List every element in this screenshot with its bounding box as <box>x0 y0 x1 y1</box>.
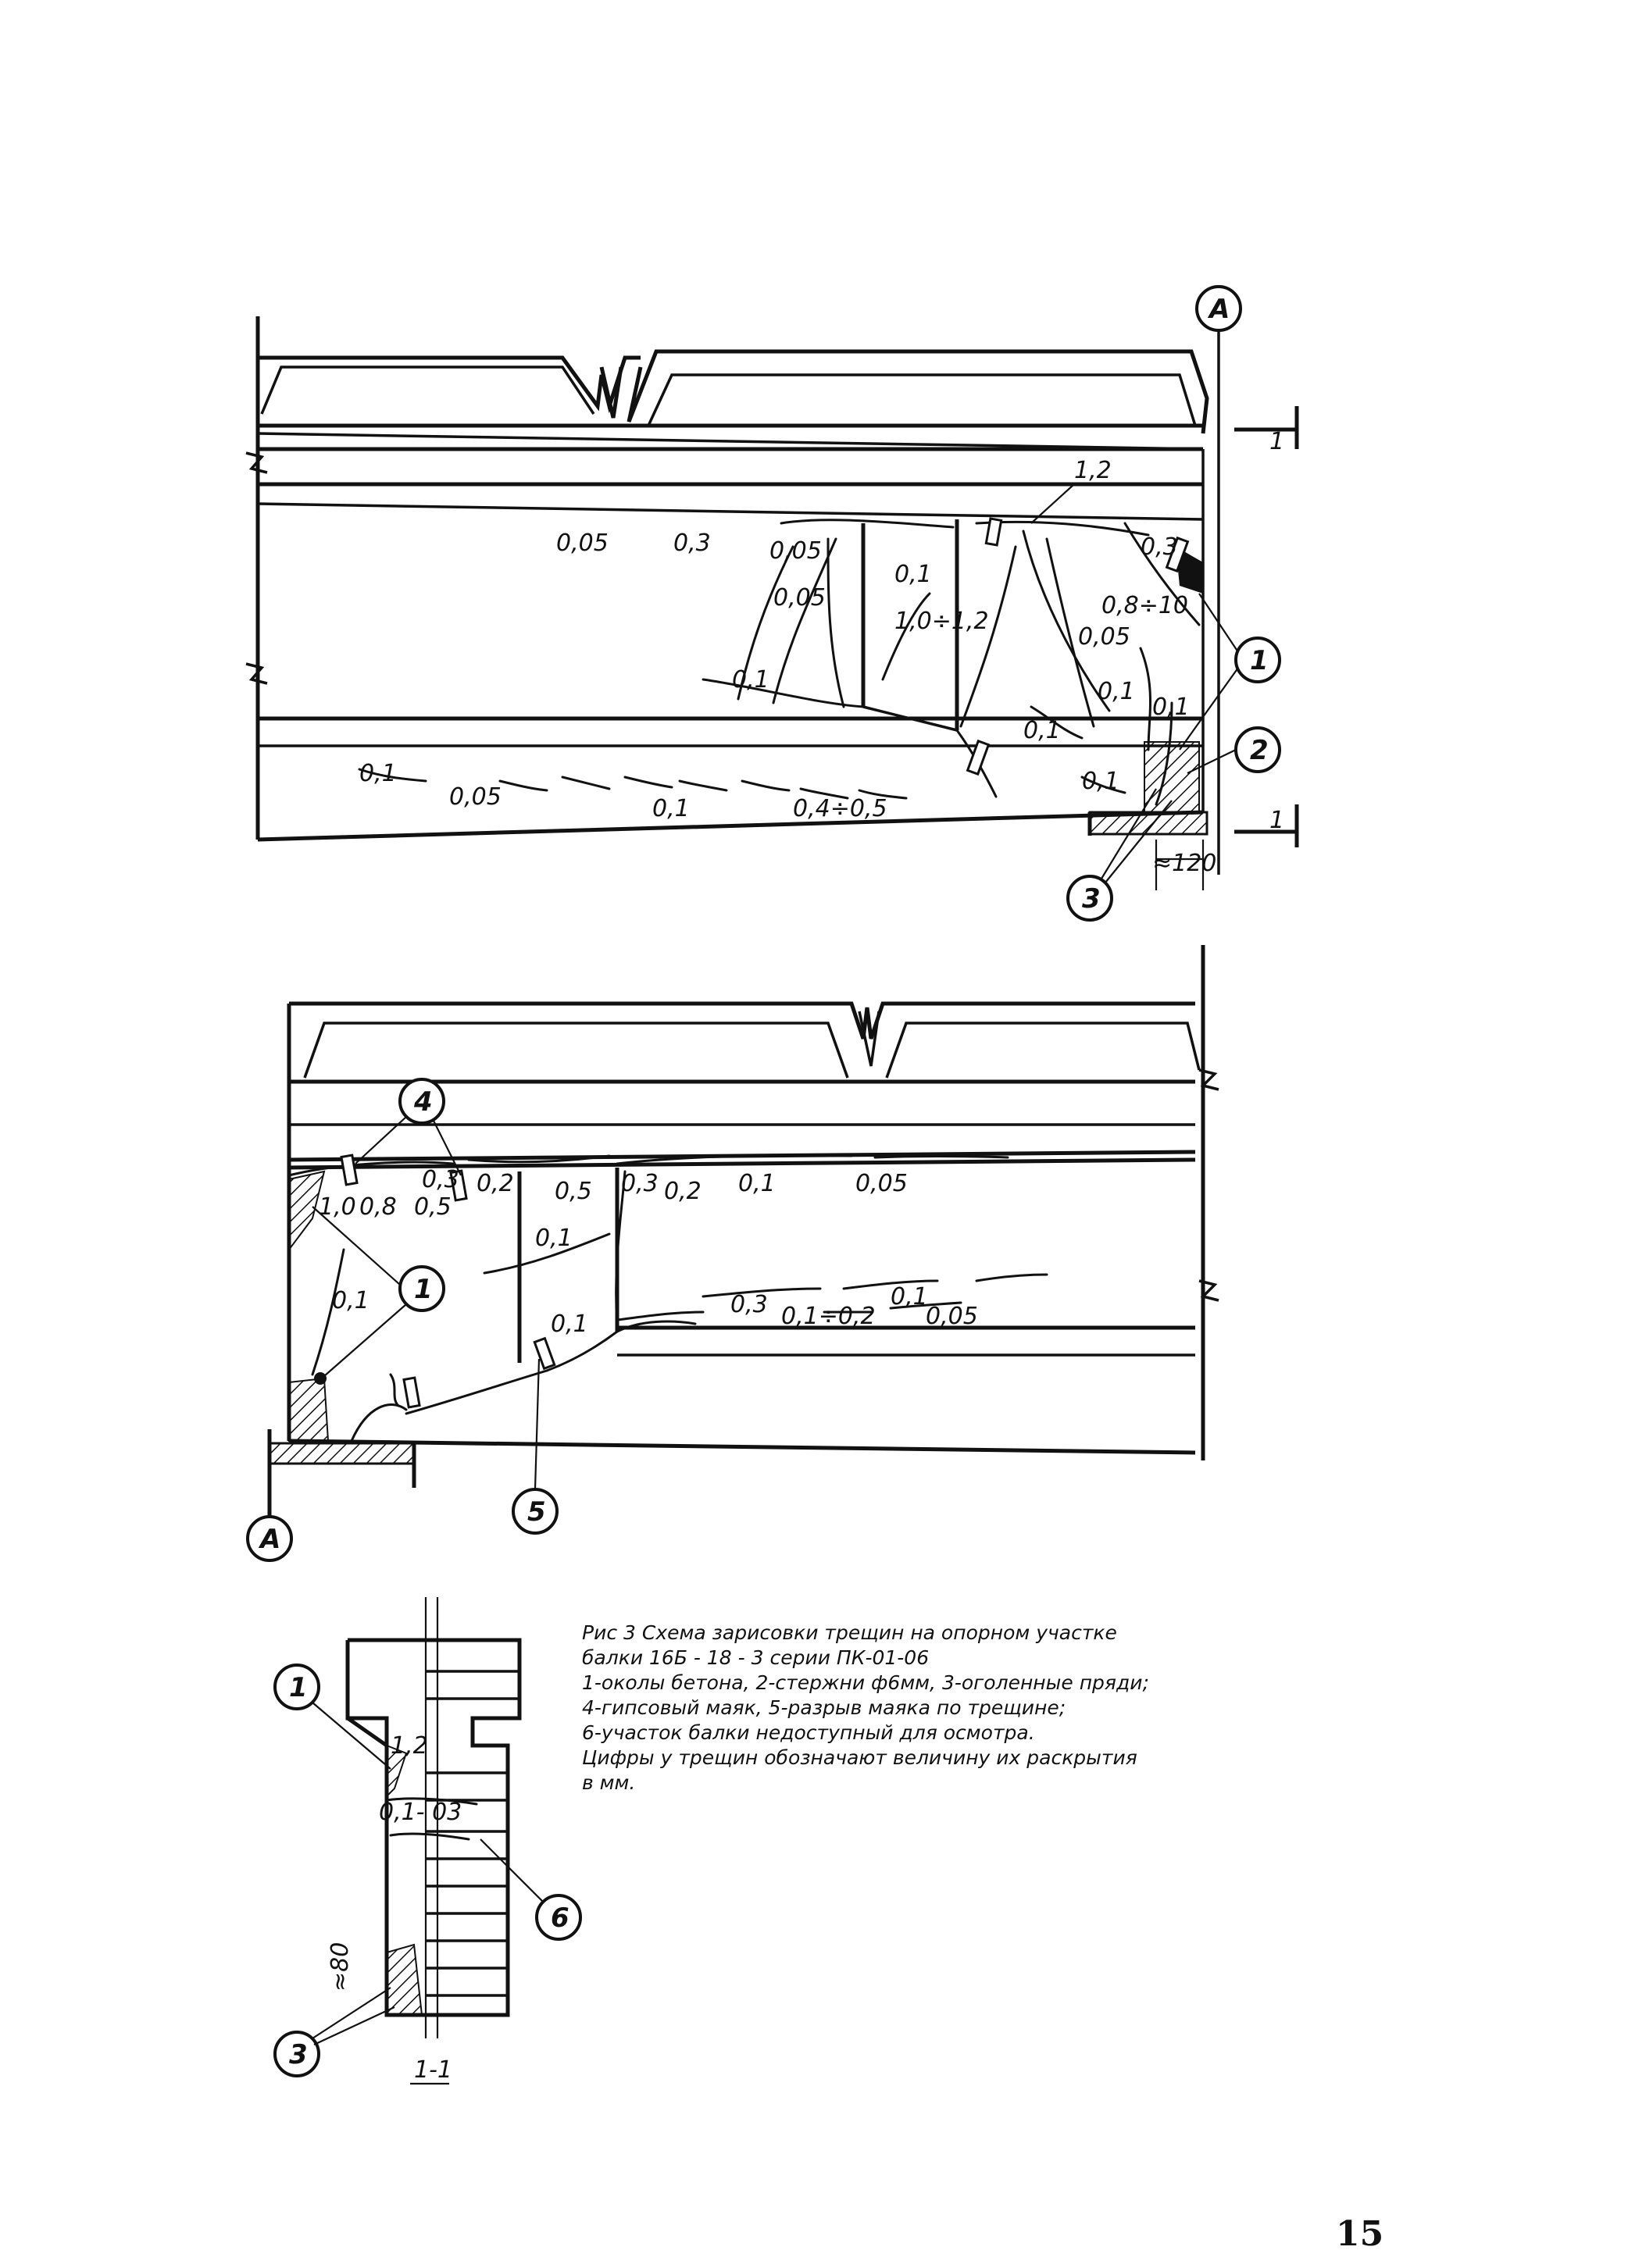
label-0-1: 0,1 <box>732 666 769 694</box>
label-0-1: 0,1 <box>894 561 932 588</box>
lower-beam-view: 1,0 0,8 0,5 0,3 0,2 0,5 0,3 0,2 0,1 0,05… <box>246 945 1219 1562</box>
section-title: 1-1 <box>414 2056 452 2084</box>
label-0-1: 0,1 <box>1098 678 1135 705</box>
section-mark-upper: 1 1 <box>1234 406 1299 847</box>
lower-beam-body <box>267 945 1219 1519</box>
label-0-3: 0,3 <box>673 530 711 557</box>
label-0-1: 0,1 <box>332 1287 370 1314</box>
label-0-1: 0,1 <box>1023 717 1061 744</box>
section-label-0-1-03: 0,1- 03 <box>379 1799 462 1826</box>
label-0-05: 0,05 <box>556 530 609 557</box>
label-0-8: 0,8 <box>359 1193 397 1221</box>
label-0-05: 0,05 <box>855 1170 908 1197</box>
label-0-1-0-2: 0,1÷0,2 <box>781 1303 876 1330</box>
svg-text:1: 1 <box>1250 645 1269 676</box>
caption-note: Цифры у трещин обозначают величину их ра… <box>582 1746 1137 1769</box>
lower-callouts: 4 1 5 А <box>246 1078 559 1562</box>
label-0-4-0-5: 0,4÷0,5 <box>793 795 887 822</box>
caption-legend-1: 1-околы бетона, 2-стержни ф6мм, 3-оголен… <box>582 1671 1149 1694</box>
label-0-1: 0,1 <box>359 760 397 787</box>
label-0-05: 0,05 <box>449 783 502 811</box>
label-1-0: 1,0 <box>319 1193 356 1221</box>
page-number: 15 <box>1336 2214 1384 2254</box>
caption-subtitle: балки 16Б - 18 - 3 серии ПК-01-06 <box>582 1646 930 1669</box>
svg-text:2: 2 <box>1250 735 1269 766</box>
section-number: 1 <box>1269 807 1284 834</box>
lower-slabs <box>287 1001 1201 1441</box>
label-0-3: 0,3 <box>621 1170 659 1197</box>
svg-text:4: 4 <box>413 1086 433 1118</box>
axis-a-label: А <box>1207 294 1230 325</box>
label-0-1: 0,1 <box>1152 694 1190 721</box>
section-1-1: 1,2 0,1- 03 ≈80 1-1 1 6 3 <box>273 1597 582 2085</box>
lower-crack-labels: 1,0 0,8 0,5 0,3 0,2 0,5 0,3 0,2 0,1 0,05… <box>319 1166 978 1338</box>
label-0-05: 0,05 <box>773 584 826 612</box>
svg-text:1: 1 <box>289 1672 308 1703</box>
label-0-05: 0,05 <box>926 1303 978 1330</box>
caption-legend-2: 4-гипсовый маяк, 5-разрыв маяка по трещи… <box>582 1696 1066 1719</box>
svg-text:3: 3 <box>1082 883 1101 915</box>
svg-text:1: 1 <box>414 1274 433 1305</box>
label-1-2: 1,2 <box>1074 457 1112 484</box>
caption-note-end: в мм. <box>582 1771 636 1794</box>
label-0-1: 0,1 <box>652 795 690 822</box>
label-0-05: 0,05 <box>769 537 822 565</box>
figure-caption: Рис 3 Схема зарисовки трещин на опорном … <box>582 1621 1223 1796</box>
svg-text:3: 3 <box>289 2039 308 2070</box>
upper-beam-body <box>245 433 1209 890</box>
label-0-1: 0,1 <box>551 1311 588 1338</box>
caption-legend-3: 6-участок балки недоступный для осмотра. <box>582 1721 1035 1744</box>
label-0-3: 0,3 <box>422 1166 459 1193</box>
section-dim-80: ≈80 <box>327 1942 354 1992</box>
label-0-2: 0,2 <box>477 1170 514 1197</box>
upper-callouts: 1 2 3 <box>1066 593 1281 922</box>
svg-text:6: 6 <box>551 1902 569 1934</box>
lower-cracks <box>287 1154 1048 1442</box>
label-0-3: 0,3 <box>730 1291 768 1318</box>
upper-beam-view: 1,2 0,05 0,3 0,05 0,1 0,05 1,0÷1,2 0,3 0… <box>245 285 1299 922</box>
svg-text:5: 5 <box>527 1496 546 1528</box>
section-label-1-2: 1,2 <box>391 1732 428 1760</box>
label-0-1: 0,1 <box>1082 768 1119 795</box>
section-number: 1 <box>1269 428 1284 455</box>
label-0-1: 0,1 <box>535 1225 573 1252</box>
label-0-8-10: 0,8÷10 <box>1101 592 1188 619</box>
label-120: ≈120 <box>1152 850 1216 877</box>
upper-cracks <box>358 517 1201 806</box>
label-1-0-1-2: 1,0÷1,2 <box>894 608 989 635</box>
label-0-5: 0,5 <box>414 1193 452 1221</box>
label-0-1: 0,1 <box>891 1283 928 1311</box>
label-0-5: 0,5 <box>555 1178 592 1205</box>
label-0-3: 0,3 <box>1141 533 1178 561</box>
upper-crack-labels: 1,2 0,05 0,3 0,05 0,1 0,05 1,0÷1,2 0,3 0… <box>359 457 1216 877</box>
label-0-1: 0,1 <box>738 1170 776 1197</box>
axis-a-top: А <box>1195 285 1242 875</box>
caption-title: Рис 3 Схема зарисовки трещин на опорном … <box>582 1621 1117 1644</box>
label-0-05: 0,05 <box>1078 623 1130 651</box>
axis-a-label: А <box>258 1524 280 1555</box>
upper-slabs <box>255 316 1209 451</box>
label-0-2: 0,2 <box>664 1178 702 1205</box>
